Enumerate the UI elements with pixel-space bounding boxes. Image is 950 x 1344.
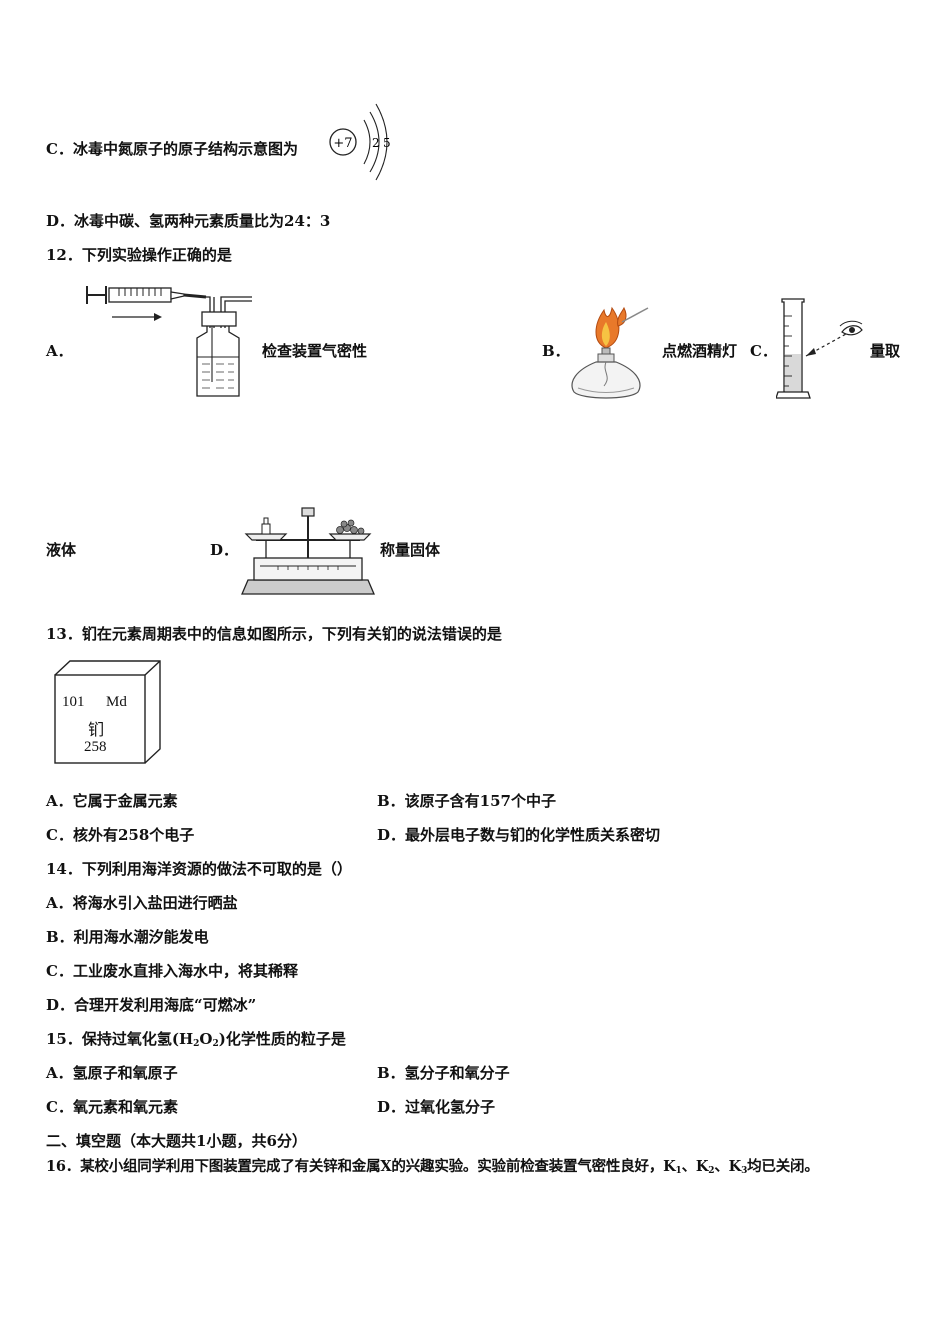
- q16-stem: 16．某校小组同学利用下图装置完成了有关锌和金属X的兴趣实验。实验前检查装置气密…: [46, 1158, 819, 1180]
- q14-option-b: B．利用海水潮汐能发电: [46, 928, 209, 946]
- q15-sub1: 2: [193, 1039, 200, 1049]
- q15-stem-pre: 15．保持过氧化氢(H: [46, 1030, 194, 1048]
- atom-structure-diagram: +7 2 5: [329, 103, 391, 181]
- q12-a-letter: A．: [46, 342, 73, 360]
- q13-stem: 13．钔在元素周期表中的信息如图所示，下列有关钔的说法错误的是: [46, 625, 502, 643]
- q14-option-c: C．工业废水直排入海水中，将其稀释: [46, 962, 298, 980]
- atom-nucleus-label: +7: [333, 136, 352, 151]
- q13-option-a: A．它属于金属元素: [46, 792, 178, 810]
- q12-b-caption: 点燃酒精灯: [662, 342, 738, 360]
- q16-stem-text: 16．某校小组同学利用下图装置完成了有关锌和金属X的兴趣实验。实验前检查装置气密…: [46, 1158, 676, 1175]
- q12-c-caption: 量取: [870, 342, 901, 360]
- q12-c-letter: C．: [750, 342, 777, 360]
- q13-option-b: B．该原子含有157个中子: [377, 792, 556, 810]
- atom-shell1-label: 2: [372, 136, 380, 150]
- q14-option-a: A．将海水引入盐田进行晒盐: [46, 894, 238, 912]
- q16-sep1: 、K: [681, 1158, 709, 1175]
- balance-scale-figure: [241, 507, 375, 595]
- element-number: 101: [62, 694, 85, 710]
- q15-stem-mid: O: [199, 1030, 213, 1048]
- q12-b-letter: B．: [542, 342, 570, 360]
- element-name: 钔: [88, 720, 105, 739]
- q14-stem: 14．下列利用海洋资源的做法不可取的是（）: [46, 860, 352, 878]
- q16-k3: 3: [741, 1166, 748, 1176]
- q12-c-caption-cont: 液体: [46, 541, 77, 559]
- q12-stem: 12．下列实验操作正确的是: [46, 246, 232, 264]
- q16-k2: 2: [708, 1166, 715, 1176]
- q12-d-caption: 称量固体: [380, 541, 441, 559]
- atom-shell2-label: 5: [383, 136, 391, 150]
- q13-option-c: C．核外有258个电子: [46, 826, 195, 844]
- graduated-cylinder-figure: [776, 298, 863, 399]
- element-mass: 258: [84, 739, 107, 755]
- q16-tail: 均已关闭。: [747, 1158, 819, 1175]
- element-symbol: Md: [106, 694, 127, 710]
- q15-option-b: B．氢分子和氧分子: [377, 1064, 510, 1082]
- q15-stem: 15．保持过氧化氢(H2O2)化学性质的粒子是: [46, 1030, 346, 1053]
- q15-option-a: A．氢原子和氧原子: [46, 1064, 178, 1082]
- q12-a-caption: 检查装置气密性: [262, 342, 368, 360]
- airtightness-check-figure: [86, 286, 252, 397]
- q16-k1: 1: [675, 1166, 682, 1176]
- q15-option-c: C．氧元素和氧元素: [46, 1098, 178, 1116]
- q11-option-d: D．冰毒中碳、氢两种元素质量比为24：3: [46, 212, 331, 230]
- q14-option-d: D．合理开发利用海底“可燃冰”: [46, 996, 257, 1014]
- q15-stem-post: )化学性质的粒子是: [218, 1030, 346, 1048]
- q13-option-d: D．最外层电子数与钔的化学性质关系密切: [377, 826, 661, 844]
- q12-d-letter: D．: [210, 541, 239, 559]
- element-card: 101 Md 钔 258: [54, 660, 164, 766]
- element-card-box: [54, 660, 161, 764]
- q11-option-c: C．冰毒中氮原子的原子结构示意图为: [46, 140, 298, 158]
- section-title: 二、填空题（本大题共1小题，共6分）: [46, 1132, 307, 1150]
- q15-option-d: D．过氧化氢分子: [377, 1098, 496, 1116]
- alcohol-lamp-figure: [571, 306, 649, 399]
- q15-sub2: 2: [212, 1039, 219, 1049]
- q16-sep2: 、K: [714, 1158, 742, 1175]
